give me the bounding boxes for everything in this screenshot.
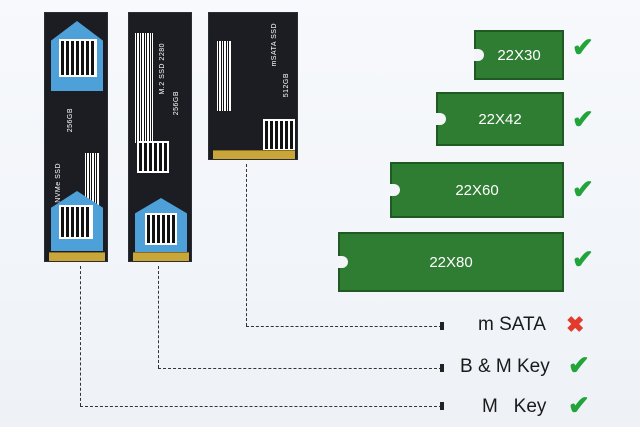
key-label-m-key: M Key <box>482 396 546 418</box>
slot-22x30: 22X30 <box>474 30 564 80</box>
cross-icon: ✖ <box>566 312 585 337</box>
connector-line-bm-key <box>158 368 442 369</box>
slot-22x42: 22X42 <box>436 92 564 146</box>
ssd-capacity-text: 256GB <box>67 108 74 133</box>
qr-code-bottom <box>59 205 93 239</box>
slot-label: 22X30 <box>497 46 541 64</box>
qr-code-bottom <box>145 213 177 245</box>
qr-code <box>137 141 169 173</box>
ssd-msata: mSATA SSD 512GB <box>208 12 298 160</box>
key-label-msata: m SATA <box>478 314 546 335</box>
qr-code <box>59 39 97 77</box>
msata-connector <box>213 150 295 159</box>
check-icon: ✔ <box>572 174 594 204</box>
qr-code <box>263 119 295 151</box>
bm-key-connector <box>133 252 189 261</box>
check-icon: ✔ <box>572 32 594 62</box>
ssd-model-text: mSATA SSD <box>271 23 278 67</box>
slot-notch <box>390 184 400 196</box>
connector-line-m-key <box>80 406 442 407</box>
ssd-m2-sata: M.2 SSD 2280 256GB <box>128 12 192 262</box>
barcode <box>135 33 153 143</box>
barcode <box>217 41 231 111</box>
slot-label: 22X80 <box>429 253 473 271</box>
slot-notch <box>338 256 348 268</box>
check-icon: ✔ <box>568 390 590 420</box>
ssd-capacity-text: 256GB <box>173 91 180 116</box>
ssd-m2-nvme: M.2 2280 NVMe SSD 256GB <box>44 12 108 262</box>
line-end <box>440 322 444 330</box>
ssd-model-text: M.2 SSD 2280 <box>159 43 166 95</box>
slot-22x80: 22X80 <box>338 232 564 292</box>
connector-line-m-key <box>80 266 81 406</box>
key-label-bm-key: B & M Key <box>460 356 550 377</box>
slot-label: 22X42 <box>478 110 522 128</box>
slot-label: 22X60 <box>455 181 499 199</box>
check-icon: ✔ <box>572 244 594 274</box>
key-label-m-key-text: M Key <box>482 396 547 417</box>
m-key-connector <box>49 252 105 261</box>
connector-line-msata <box>246 326 442 327</box>
slot-notch <box>436 113 446 125</box>
connector-line-bm-key <box>158 266 159 368</box>
line-end <box>440 364 444 372</box>
ssd-capacity-text: 512GB <box>283 73 290 98</box>
check-icon: ✔ <box>572 104 594 134</box>
line-end <box>440 402 444 410</box>
slot-22x60: 22X60 <box>390 162 564 218</box>
slot-notch <box>474 49 484 61</box>
connector-line-msata <box>246 164 247 326</box>
check-icon: ✔ <box>568 350 590 380</box>
